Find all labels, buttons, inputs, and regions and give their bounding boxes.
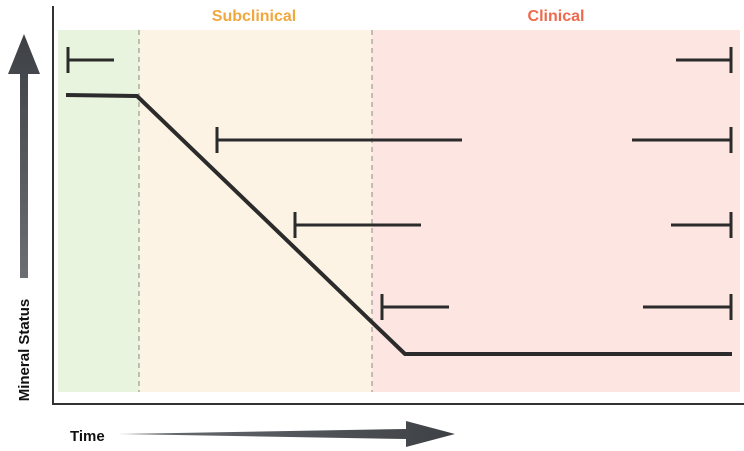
x-axis-label: Time: [70, 428, 105, 445]
range-bar-left-1: [66, 47, 114, 73]
range-bar-right-2: [632, 127, 733, 153]
range-bar-right-1: [676, 47, 733, 73]
healthy-zone: [58, 30, 139, 392]
mineral-status-curve: [65, 93, 732, 356]
y-axis-arrow-icon: [8, 34, 40, 278]
subclinical-label: Subclinical: [212, 8, 296, 25]
range-bar-right-4: [643, 294, 733, 320]
range-bar-left-4: [380, 294, 449, 320]
range-bar-right-3: [671, 212, 733, 238]
clinical-zone: [372, 30, 740, 392]
x-axis-arrow-icon: [118, 421, 455, 447]
y-axis-label: Mineral Status: [16, 299, 33, 402]
range-bar-left-2: [215, 127, 462, 153]
range-bar-left-3: [293, 212, 421, 238]
clinical-label: Clinical: [528, 8, 585, 25]
